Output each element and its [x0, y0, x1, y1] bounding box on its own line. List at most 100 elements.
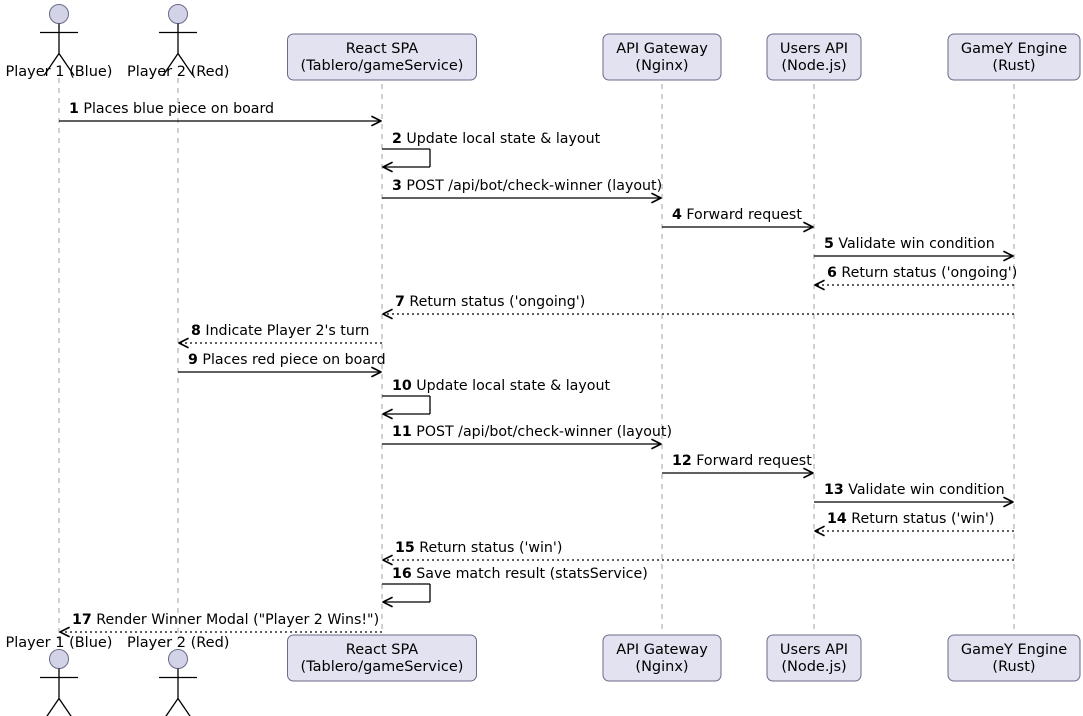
message-number: 13 — [824, 482, 844, 498]
message-6 — [814, 279, 1014, 291]
message-15 — [382, 554, 1014, 566]
message-5 — [814, 250, 1014, 262]
actor-head — [49, 649, 69, 669]
actor-leg-right — [58, 53, 75, 76]
participant-box-eng — [947, 634, 1081, 682]
participant-box-usr — [766, 634, 862, 682]
message-label-13: 13 Validate win condition — [824, 482, 1005, 498]
message-label-1: 1 Places blue piece on board — [69, 101, 274, 117]
participant-box-spa — [287, 634, 477, 682]
message-12 — [662, 467, 814, 479]
arrow-head — [178, 337, 189, 349]
arrow-head — [371, 115, 382, 127]
actor-leg-right — [177, 698, 191, 716]
arrow-head — [803, 221, 814, 233]
message-label-12: 12 Forward request — [672, 453, 812, 469]
participant-label-line2: (Rust) — [992, 659, 1036, 676]
message-label-3: 3 POST /api/bot/check-winner (layout) — [392, 178, 662, 194]
message-label-8: 8 Indicate Player 2's turn — [191, 323, 369, 339]
actor-leg-left — [43, 53, 60, 76]
message-number: 17 — [72, 612, 92, 628]
arrow-head — [651, 192, 662, 204]
message-number: 3 — [392, 178, 402, 194]
message-11 — [382, 438, 662, 450]
message-number: 5 — [824, 236, 834, 252]
arrow-head — [382, 308, 393, 320]
message-3 — [382, 192, 662, 204]
message-text: Update local state & layout — [411, 378, 611, 394]
participant-label-line1: GameY Engine — [960, 41, 1068, 57]
participant-label-p1: Player 1 (Blue) — [5, 635, 113, 651]
message-text: Forward request — [681, 207, 802, 223]
participant-box-spa — [287, 33, 477, 81]
participant-box-eng — [947, 33, 1081, 81]
message-text: Save match result (statsService) — [411, 566, 648, 582]
message-text: Indicate Player 2's turn — [200, 323, 370, 339]
arrow-head — [1003, 496, 1014, 508]
message-2 — [382, 148, 431, 173]
arrow-head — [803, 467, 814, 479]
arrow-head — [382, 554, 393, 566]
message-number: 6 — [827, 265, 837, 281]
message-text: Validate win condition — [833, 236, 995, 252]
message-number: 4 — [672, 207, 682, 223]
message-number: 15 — [395, 540, 415, 556]
message-text: Validate win condition — [843, 482, 1005, 498]
arrow-head — [814, 525, 825, 537]
message-number: 9 — [188, 352, 198, 368]
actor-p1 — [40, 649, 78, 716]
actor-head — [49, 4, 69, 24]
message-label-15: 15 Return status ('win') — [395, 540, 562, 556]
participant-label-line2: (Node.js) — [781, 659, 847, 676]
actor-head — [168, 649, 188, 669]
participant-label-eng: GameY Engine(Rust) — [948, 642, 1080, 676]
message-number: 10 — [392, 378, 412, 394]
actor-leg-left — [165, 698, 179, 716]
message-label-10: 10 Update local state & layout — [392, 378, 610, 394]
message-text: POST /api/bot/check-winner (layout) — [411, 424, 672, 440]
message-text: Places red piece on board — [197, 352, 386, 368]
participant-label-line1: API Gateway — [616, 41, 708, 57]
message-text: Forward request — [691, 453, 812, 469]
arrow-head — [59, 626, 70, 638]
message-number: 12 — [672, 453, 692, 469]
actor-leg-left — [162, 53, 179, 76]
participant-box-gw — [602, 33, 722, 81]
message-text: POST /api/bot/check-winner (layout) — [401, 178, 663, 194]
message-9 — [178, 366, 382, 378]
message-text: Return status ('ongoing') — [836, 265, 1018, 281]
arrow-head — [814, 279, 825, 291]
arrow-head — [1003, 250, 1014, 262]
participant-label-line1: React SPA — [345, 41, 419, 57]
actor-leg-right — [177, 53, 194, 76]
message-label-9: 9 Places red piece on board — [188, 352, 386, 368]
message-label-7: 7 Return status ('ongoing') — [395, 294, 585, 310]
message-4 — [662, 221, 814, 233]
actor-p1 — [40, 4, 78, 76]
arrow-head — [651, 438, 662, 450]
message-text: Render Winner Modal ("Player 2 Wins!") — [91, 612, 380, 628]
participant-label-line2: (Nginx) — [635, 659, 689, 676]
message-label-14: 14 Return status ('win') — [827, 511, 994, 527]
participant-label-spa: React SPA(Tablero/gameService) — [288, 41, 477, 75]
message-number: 2 — [392, 131, 402, 147]
participant-label-line2: (Rust) — [992, 58, 1036, 75]
message-label-17: 17 Render Winner Modal ("Player 2 Wins!"… — [72, 612, 379, 628]
message-text: Update local state & layout — [401, 131, 601, 147]
actor-p2 — [159, 649, 197, 716]
message-label-11: 11 POST /api/bot/check-winner (layout) — [392, 424, 672, 440]
actor-head — [168, 4, 188, 24]
participant-label-line1: React SPA — [345, 642, 419, 658]
participant-label-p2: Player 2 (Red) — [127, 64, 230, 80]
actor-p2 — [159, 4, 197, 76]
participant-label-line1: Users API — [779, 41, 849, 57]
message-label-4: 4 Forward request — [672, 207, 802, 223]
message-13 — [814, 496, 1014, 508]
participant-label-line2: (Node.js) — [781, 58, 847, 75]
message-number: 8 — [191, 323, 201, 339]
participant-box-usr — [766, 33, 862, 81]
participant-label-line1: GameY Engine — [960, 642, 1068, 658]
message-number: 7 — [395, 294, 405, 310]
